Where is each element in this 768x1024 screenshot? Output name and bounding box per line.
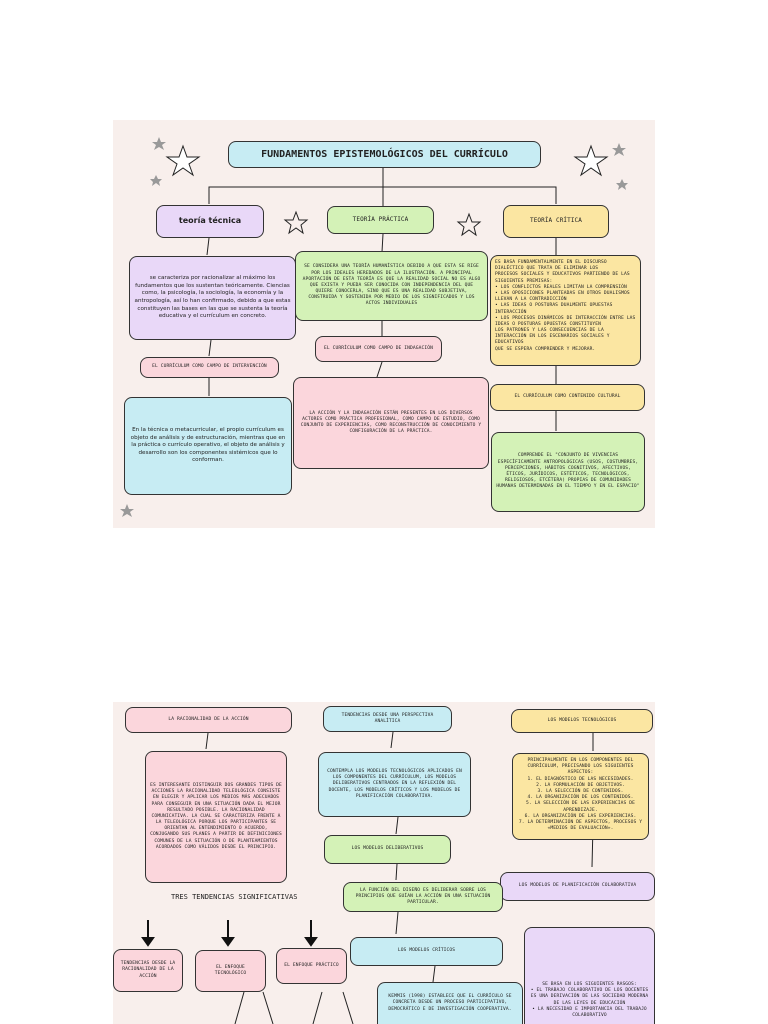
critica-line: ES BASA FUNDAMENTALMENTE EN EL DISCURSO …: [495, 260, 607, 272]
racionalidad-description: ES INTERESANTE DISTINGUIR DOS GRANDES TI…: [145, 751, 287, 883]
teoria-practica-node: TEORÍA PRÁCTICA: [327, 206, 434, 234]
planificacion-description: SE BASA EN LOS SIGUIENTES RASGOS: • EL T…: [524, 927, 655, 1024]
critica-line: LOS PATRONES Y LAS CONSECUENCIAS DE LA I…: [495, 328, 610, 346]
critica-line: • LOS PROCESOS DINÁMICOS DE INTERACCIÓN …: [495, 315, 636, 327]
tecnologicos-line: 4. LA ORGANIZACIÓN DE LOS CONTENIDOS.: [527, 795, 634, 801]
critica-line: • LAS IDEAS O POSTURAS DUALMENTE OPUESTA…: [495, 303, 613, 315]
intervencion-description: En la técnica o metacurricular, el propi…: [124, 397, 292, 495]
critica-line: • LOS CONFLICTOS REALES LIMITAN LA COMPR…: [495, 284, 627, 290]
page-one-panel: FUNDAMENTOS EPISTEMOLÓGICOS DEL CURRÍCUL…: [113, 120, 655, 528]
tendencias-analitica-node: TENDENCIAS DESDE UNA PERSPECTIVA ANALÍTI…: [323, 706, 452, 732]
teoria-tecnica-node: teoría técnica: [156, 205, 264, 238]
racionalidad-node: LA RACIONALIDAD DE LA ACCIÓN: [125, 707, 292, 733]
critica-line: QUE SE ESPERA COMPRENDER Y MEJORAR.: [495, 346, 596, 352]
cultural-description: COMPRENDE EL "CONJUNTO DE VIVENCIAS ESPE…: [491, 432, 645, 512]
planificacion-line: • LA NECESIDAD E IMPORTANCIA DEL TRABAJO…: [532, 1006, 647, 1018]
tecnologicos-line: 6. LA ORGANIZACIÓN DE LAS EXPERIENCIAS.: [524, 813, 637, 819]
deliberativos-description: LA FUNCIÓN DEL DISEÑO ES DELIBERAR SOBRE…: [343, 882, 503, 912]
tecnologicos-line: 5. LA SELECCIÓN DE LAS EXPERIENCIAS DE A…: [526, 801, 635, 813]
connector-lines: [120, 137, 628, 517]
curriculum-cultural-node: EL CURRÍCULUM COMO CONTENIDO CULTURAL: [490, 384, 645, 411]
deliberativos-node: LOS MODELOS DELIBERATIVOS: [324, 835, 451, 864]
planificacion-line: • EL TRABAJO COLABORATIVO DE LOS DOCENTE…: [530, 988, 649, 1006]
tecnologicos-line: PRINCIPALMENTE EN LOS COMPONENTES DEL CU…: [527, 758, 634, 776]
page-two-panel: LA RACIONALIDAD DE LA ACCIÓN TENDENCIAS …: [113, 702, 655, 1024]
teoria-critica-node: TEORÍA CRÍTICA: [503, 205, 609, 238]
contempla-description: CONTEMPLA LOS MODELOS TECNOLÓGICOS APLIC…: [318, 752, 471, 817]
tecnologicos-line: 1. EL DIAGNÓSTICO DE LAS NECESIDADES.: [527, 776, 634, 782]
tendencia-racionalidad-node: TENDENCIAS DESDE LA RACIONALIDAD DE LA A…: [113, 949, 183, 992]
modelos-tecnologicos-node: LOS MODELOS TECNOLÓGICOS: [511, 709, 653, 733]
planificacion-line: SE BASA EN LOS SIGUIENTES RASGOS:: [542, 982, 637, 987]
critica-line: PROCESOS SOCIALES Y EDUCATIVOS PARTIENDO…: [495, 272, 630, 284]
planificacion-node: LOS MODELOS DE PLANIFICACIÓN COLABORATIV…: [500, 872, 655, 901]
criticos-description: KEMMIS (1998) ESTABLECE QUE EL CURRÍCULO…: [377, 982, 523, 1024]
tres-tendencias-heading: TRES TENDENCIAS SIGNIFICATIVAS: [171, 893, 298, 901]
critica-description: ES BASA FUNDAMENTALMENTE EN EL DISCURSO …: [490, 255, 641, 366]
criticos-node: LOS MODELOS CRÍTICOS: [350, 937, 503, 966]
practica-description: SE CONSIDERA UNA TEORÍA HUMANÍSTICA DEBI…: [295, 251, 488, 321]
critica-line: • LAS OPOSICIONES PLANTEADAS EN OTROS DU…: [495, 290, 630, 303]
curriculum-intervencion-node: EL CURRÍCULUM COMO CAMPO DE INTERVENCIÓN: [140, 357, 279, 378]
curriculum-indagacion-node: EL CURRÍCULUM COMO CAMPO DE INDAGACIÓN: [315, 336, 442, 362]
main-title: FUNDAMENTOS EPISTEMOLÓGICOS DEL CURRÍCUL…: [228, 141, 541, 168]
tendencia-practico-node: EL ENFOQUE PRÁCTICO: [276, 948, 347, 984]
tecnica-description: se caracteriza por racionalizar al máxim…: [129, 256, 296, 340]
tecnologicos-line: 7. LA DETERMINACIÓN DE ASPECTOS, PROCESO…: [518, 819, 643, 832]
indagacion-description: LA ACCIÓN Y LA INDAGACIÓN ESTÁN PRESENTE…: [293, 377, 489, 469]
tecnologicos-line: 3. LA SELECCIÓN DE CONTENIDOS.: [537, 788, 624, 794]
tecnologicos-description: PRINCIPALMENTE EN LOS COMPONENTES DEL CU…: [512, 753, 649, 840]
tendencia-tecnologico-node: EL ENFOQUE TECNOLÓGICO: [195, 950, 266, 992]
tecnologicos-line: 2. LA FORMULACIÓN DE OBJETIVOS.: [536, 782, 625, 788]
